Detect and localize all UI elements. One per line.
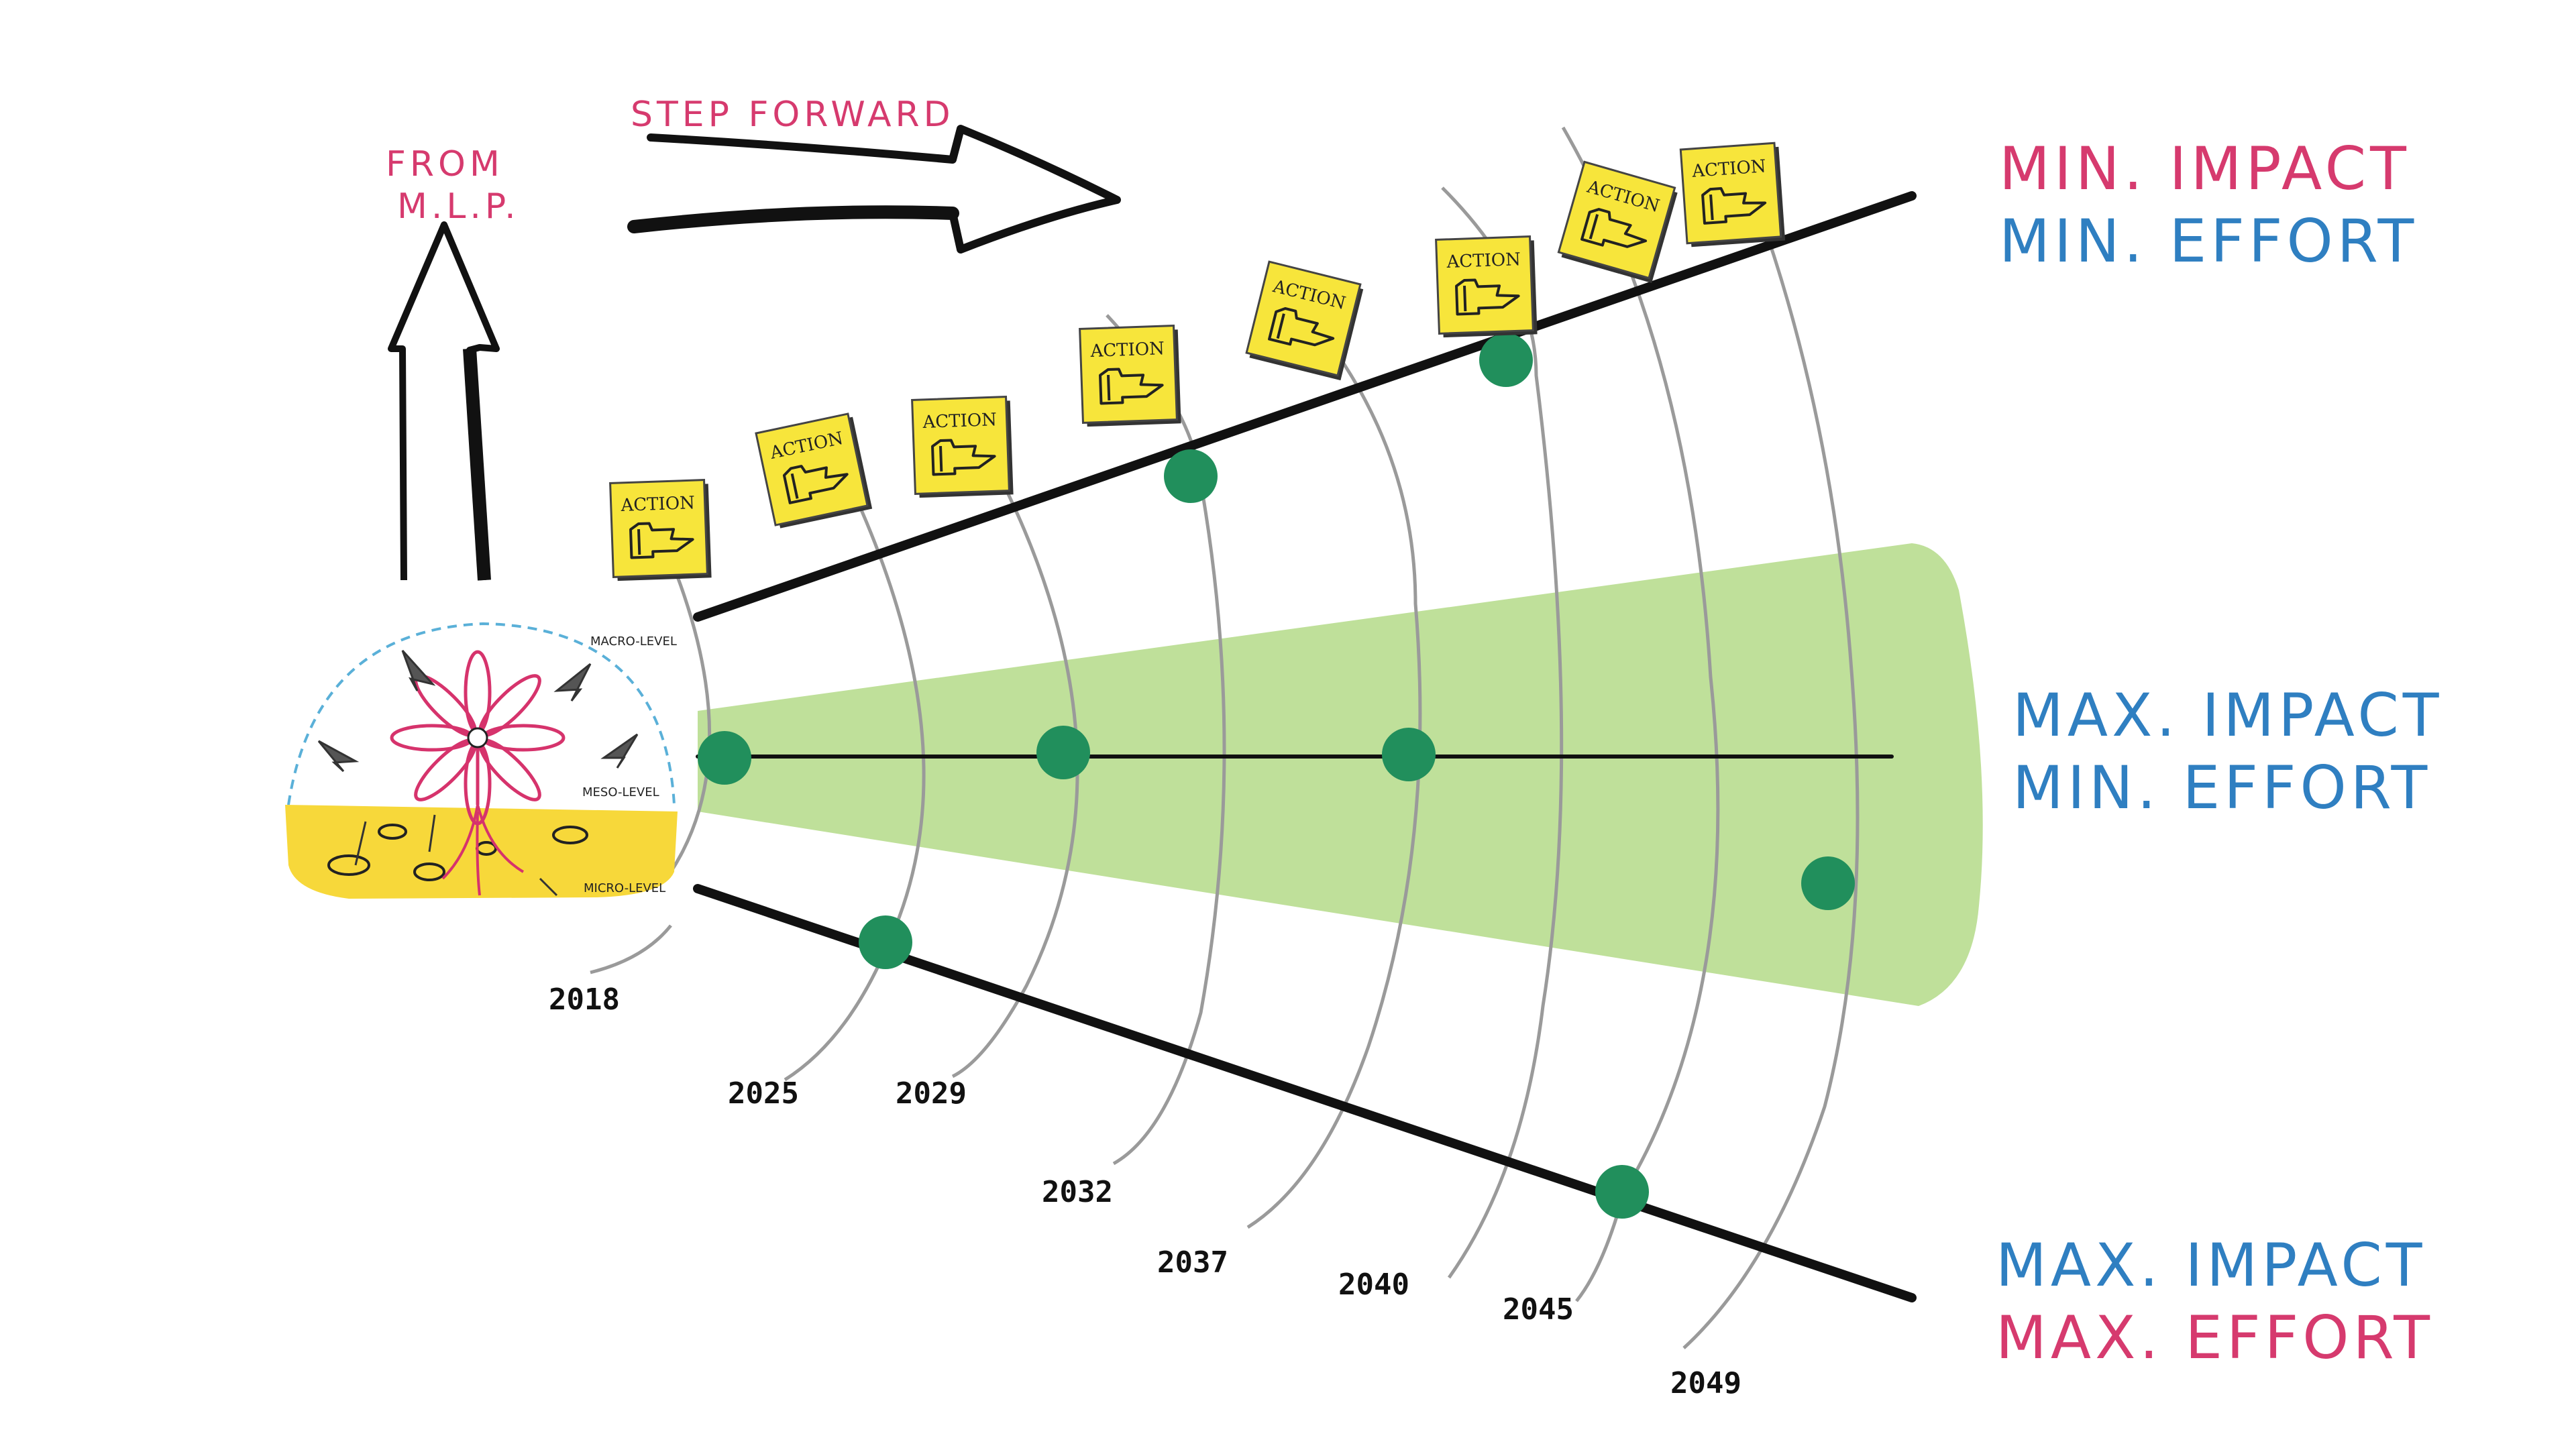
action-note: ACTION: [609, 479, 712, 581]
action-note-label: ACTION: [1089, 339, 1165, 361]
flower: [390, 650, 566, 826]
outcome-middle-line1: MAX. IMPACT: [2012, 681, 2443, 750]
year-arc-2032: [1106, 314, 1226, 1166]
pointing-hand-icon: [931, 439, 996, 476]
pointing-hand-icon: [1580, 208, 1648, 248]
milestone-dot: [1382, 728, 1436, 781]
year-label-2045: 2045: [1503, 1292, 1574, 1327]
max-impact-band: [698, 543, 1983, 1006]
dome-outline: [287, 622, 676, 805]
milestone-dot: [698, 731, 751, 785]
year-arc-2049: [1682, 154, 1860, 1349]
outcome-bottom-line2: MAX. EFFORT: [1996, 1303, 2434, 1372]
milestone-dot: [1164, 449, 1218, 503]
year-label-2029: 2029: [896, 1076, 967, 1111]
pressure-arrow-icon: [317, 740, 360, 773]
year-label-2032: 2032: [1042, 1175, 1113, 1209]
action-note: ACTION: [1079, 325, 1181, 427]
action-note: ACTION: [1557, 160, 1678, 284]
year-arc-2018-tail: [590, 924, 672, 974]
micro-level-label: MICRO-LEVEL: [584, 881, 665, 895]
from-label-line2: M.L.P.: [397, 186, 520, 227]
year-arc-2025: [784, 495, 926, 1082]
from-label-line1: FROM: [386, 144, 504, 184]
year-label-2018: 2018: [549, 983, 620, 1017]
pointing-hand-icon: [1099, 368, 1164, 405]
action-note: ACTION: [755, 412, 873, 528]
pressure-arrows: [317, 649, 639, 897]
year-label-2025: 2025: [728, 1076, 799, 1111]
macro-level-label: MACRO-LEVEL: [590, 634, 677, 649]
outcome-middle-line2: MIN. EFFORT: [2012, 753, 2431, 822]
outcome-top-line1: MIN. IMPACT: [1999, 134, 2410, 203]
pointing-hand-icon: [1268, 306, 1335, 347]
milestone-dot: [859, 915, 912, 969]
pointing-hand-icon: [782, 465, 849, 504]
pressure-arrow-icon: [553, 663, 592, 702]
pressure-arrow-icon: [539, 877, 558, 897]
upper-pathway-line: [693, 191, 1917, 622]
pointing-hand-icon: [1455, 278, 1520, 316]
action-notes: ACTIONACTIONACTIONACTIONACTIONACTIONACTI…: [609, 142, 1786, 581]
year-labels: 2018 2025 2029 2032 2037 2040 2045 2049: [549, 983, 1741, 1400]
action-note: ACTION: [1435, 235, 1538, 338]
action-note: ACTION: [1245, 260, 1364, 381]
milestone-dot: [1036, 726, 1090, 779]
year-label-2037: 2037: [1157, 1245, 1228, 1280]
action-note-label: ACTION: [1446, 249, 1521, 272]
up-arrow-shaft-bold: [463, 348, 491, 581]
step-forward-label: STEP FORWARD: [631, 95, 955, 135]
year-arc-2037: [1246, 354, 1422, 1229]
action-note: ACTION: [1679, 142, 1786, 247]
step-forward-arrow-bold: [627, 205, 959, 233]
outcome-top-line2: MIN. EFFORT: [1999, 207, 2418, 276]
mlp-illustration: MACRO-LEVEL MESO-LEVEL MICRO-LEVEL: [285, 622, 678, 899]
outcome-bottom-line1: MAX. IMPACT: [1996, 1231, 2426, 1300]
milestone-dot: [1801, 856, 1855, 910]
year-label-2049: 2049: [1670, 1366, 1741, 1400]
milestone-dot: [1479, 333, 1533, 387]
pressure-arrow-icon: [428, 814, 436, 852]
action-note-label: ACTION: [922, 410, 997, 433]
year-arc-2029: [951, 475, 1079, 1078]
step-forward-arrow-icon: [630, 125, 1121, 254]
action-note: ACTION: [911, 396, 1014, 498]
action-note-label: ACTION: [620, 493, 695, 516]
pointing-hand-icon: [1701, 186, 1767, 225]
pressure-arrow-icon: [600, 733, 639, 769]
pointing-hand-icon: [629, 522, 694, 559]
meso-level-label: MESO-LEVEL: [582, 785, 659, 799]
outcome-labels: MIN. IMPACT MIN. EFFORT MAX. IMPACT MIN.…: [1996, 134, 2443, 1372]
year-label-2040: 2040: [1338, 1268, 1409, 1302]
pressure-arrow-icon: [401, 649, 436, 691]
pressure-arrow-icon: [354, 821, 367, 866]
milestone-dot: [1595, 1165, 1649, 1219]
milestone-dots: [698, 333, 1855, 1219]
